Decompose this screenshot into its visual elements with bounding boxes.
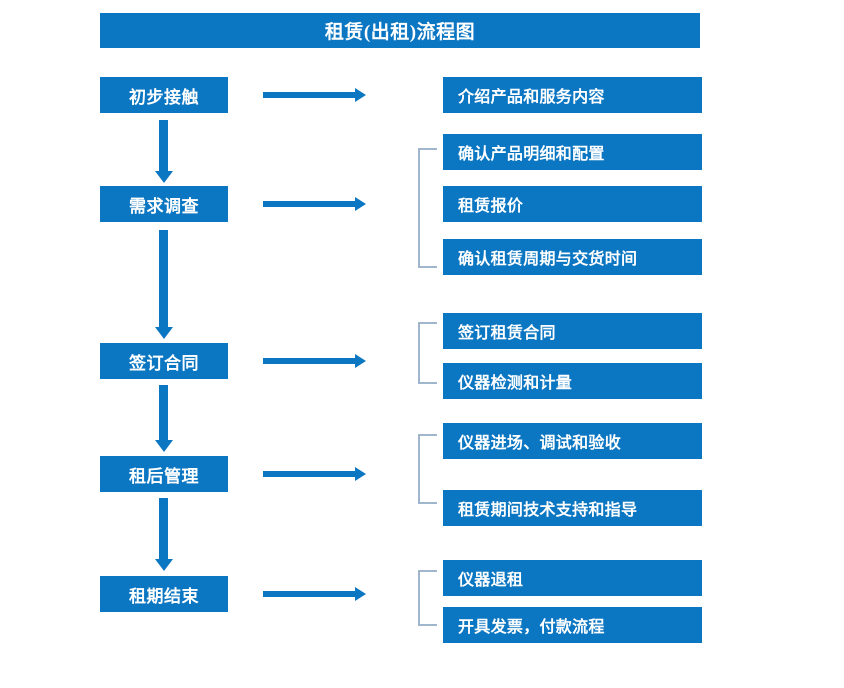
group-bracket-icon-4 [418,570,437,626]
stage-label: 初步接触 [129,87,199,107]
arrow-down-icon-3 [159,385,168,441]
stage-label: 需求调查 [129,196,199,216]
detail-box-8[interactable]: 租赁期间技术支持和指导 [443,490,702,526]
detail-label: 签订租赁合同 [458,325,556,342]
detail-box-7[interactable]: 仪器进场、调试和验收 [443,423,702,459]
detail-label: 租赁报价 [458,198,524,215]
detail-box-10[interactable]: 开具发票，付款流程 [443,607,702,643]
detail-box-9[interactable]: 仪器退租 [443,560,702,596]
arrow-right-icon-3 [263,358,356,364]
arrow-right-icon-5 [263,591,356,597]
detail-box-3[interactable]: 租赁报价 [443,186,702,222]
detail-label: 开具发票，付款流程 [458,619,605,636]
group-bracket-icon-3 [418,434,437,504]
arrow-down-icon-1 [159,120,168,172]
detail-box-2[interactable]: 确认产品明细和配置 [443,134,702,170]
stage-box-3[interactable]: 签订合同 [100,343,228,379]
arrow-down-icon-2 [159,230,168,328]
stage-box-5[interactable]: 租期结束 [100,576,228,612]
stage-label: 租后管理 [129,466,199,486]
detail-label: 仪器检测和计量 [458,375,573,392]
detail-label: 确认租赁周期与交货时间 [458,251,638,268]
stage-box-4[interactable]: 租后管理 [100,456,228,492]
arrow-right-icon-2 [263,201,356,207]
detail-label: 仪器退租 [458,572,524,589]
arrow-down-icon-4 [159,498,168,560]
detail-box-6[interactable]: 仪器检测和计量 [443,363,702,399]
detail-label: 租赁期间技术支持和指导 [458,502,638,519]
detail-box-1[interactable]: 介绍产品和服务内容 [443,77,702,113]
group-bracket-icon-2 [418,322,437,384]
stage-box-1[interactable]: 初步接触 [100,77,228,113]
detail-label: 确认产品明细和配置 [458,146,605,163]
arrow-right-icon-1 [263,92,356,98]
detail-box-4[interactable]: 确认租赁周期与交货时间 [443,239,702,275]
stage-label: 签订合同 [129,353,199,373]
detail-label: 介绍产品和服务内容 [458,89,605,106]
stage-label: 租期结束 [129,586,199,606]
stage-box-2[interactable]: 需求调查 [100,186,228,222]
arrow-right-icon-4 [263,471,356,477]
page-title: 租赁(出租)流程图 [100,13,700,48]
detail-box-5[interactable]: 签订租赁合同 [443,313,702,349]
group-bracket-icon-1 [418,148,437,268]
detail-label: 仪器进场、调试和验收 [458,435,622,452]
